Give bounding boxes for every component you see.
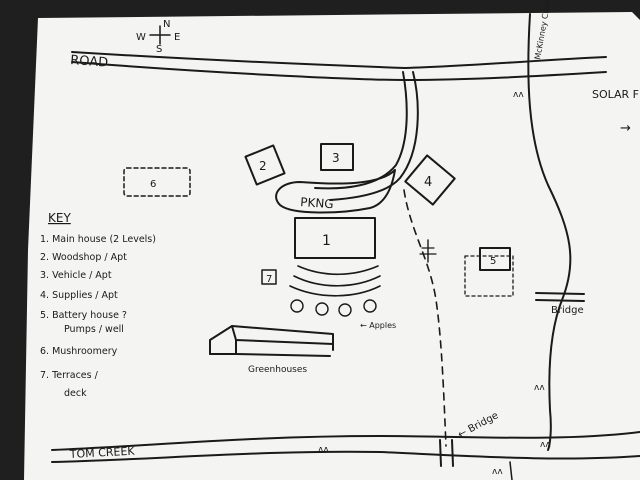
tom-creek-label: TOM CREEK [68,445,135,461]
parking-label: PKNG [300,195,334,211]
solar-field-label: SOLAR FIELD [592,88,640,101]
tom-creek-south-bank [51,450,640,463]
solar-field-arrow: → [620,121,631,136]
tom-creek-tuft-1: ᴧᴧ [318,445,329,455]
building-5-number: 5 [490,256,496,267]
paper-sheet [24,12,640,480]
bridge-east-rail-1 [535,292,585,295]
creek-stub [509,461,513,480]
key-item-3: 3. Vehicle / Apt [40,270,112,281]
building-7-box [261,269,277,285]
dashed-footpath [403,189,447,447]
driveway-west [314,71,408,190]
key-item-5b: Pumps / well [64,324,124,335]
building-2-number: 2 [259,159,267,173]
compass-rose: N W E S [136,19,180,55]
tom-creek-tuft-2: ᴧᴧ [540,440,551,450]
building-5-outer [464,255,514,297]
compass-west: W [136,32,146,43]
bridge-east-label: Bridge [551,305,584,316]
creek-tuft-1: ᴧᴧ [513,90,524,100]
key-item-4: 4. Supplies / Apt [40,290,118,301]
building-3-number: 3 [332,151,340,165]
apple-trees [290,299,377,317]
pine-tree-icon [419,239,437,263]
building-3 [320,143,354,171]
building-6-mushroomery [123,167,191,197]
key-title: KEY [48,211,71,225]
road-label: ROAD [70,53,109,71]
parking-loop [275,169,396,214]
road-north-edge [71,51,607,69]
driveway-east [329,71,419,201]
tom-creek-north-bank [51,431,640,451]
bridge-east-rail-2 [535,299,585,302]
key-item-1: 1. Main house (2 Levels) [40,234,156,245]
building-7-number: 7 [266,274,272,285]
apples-label: ← Apples [360,321,396,330]
building-4-number: 4 [424,175,432,190]
building-5 [479,247,511,271]
compass-north: N [163,19,170,30]
key-item-6: 6. Mushroomery [40,346,118,357]
building-1-number: 1 [322,233,331,249]
terrace-arc-2 [293,275,381,287]
road-south-edge [71,61,607,81]
building-6-number: 6 [150,179,156,190]
creek-tuft-2: ᴧᴧ [534,383,545,393]
mckinney-creek-line [527,13,572,451]
key-item-7: 7. Terraces / [40,370,99,381]
compass-east: E [174,32,180,43]
terrace-arc-3 [289,285,381,297]
greenhouses-label: Greenhouses [248,365,307,375]
greenhouse [209,325,334,357]
key-item-7b: deck [64,388,87,399]
key-item-2: 2. Woodshop / Apt [40,252,127,263]
legend-key: KEY 1. Main house (2 Levels) 2. Woodshop… [40,211,156,399]
building-2 [244,144,286,186]
terrace-arc-1 [297,265,379,276]
tom-creek-tuft-3: ᴧᴧ [492,467,503,477]
key-item-5: 5. Battery house ? [40,310,127,321]
bridge-south-rail-1 [439,439,442,467]
compass-south: S [156,44,162,55]
building-4 [404,154,456,206]
building-1-main-house [294,217,376,259]
bridge-south-rail-2 [451,439,454,467]
